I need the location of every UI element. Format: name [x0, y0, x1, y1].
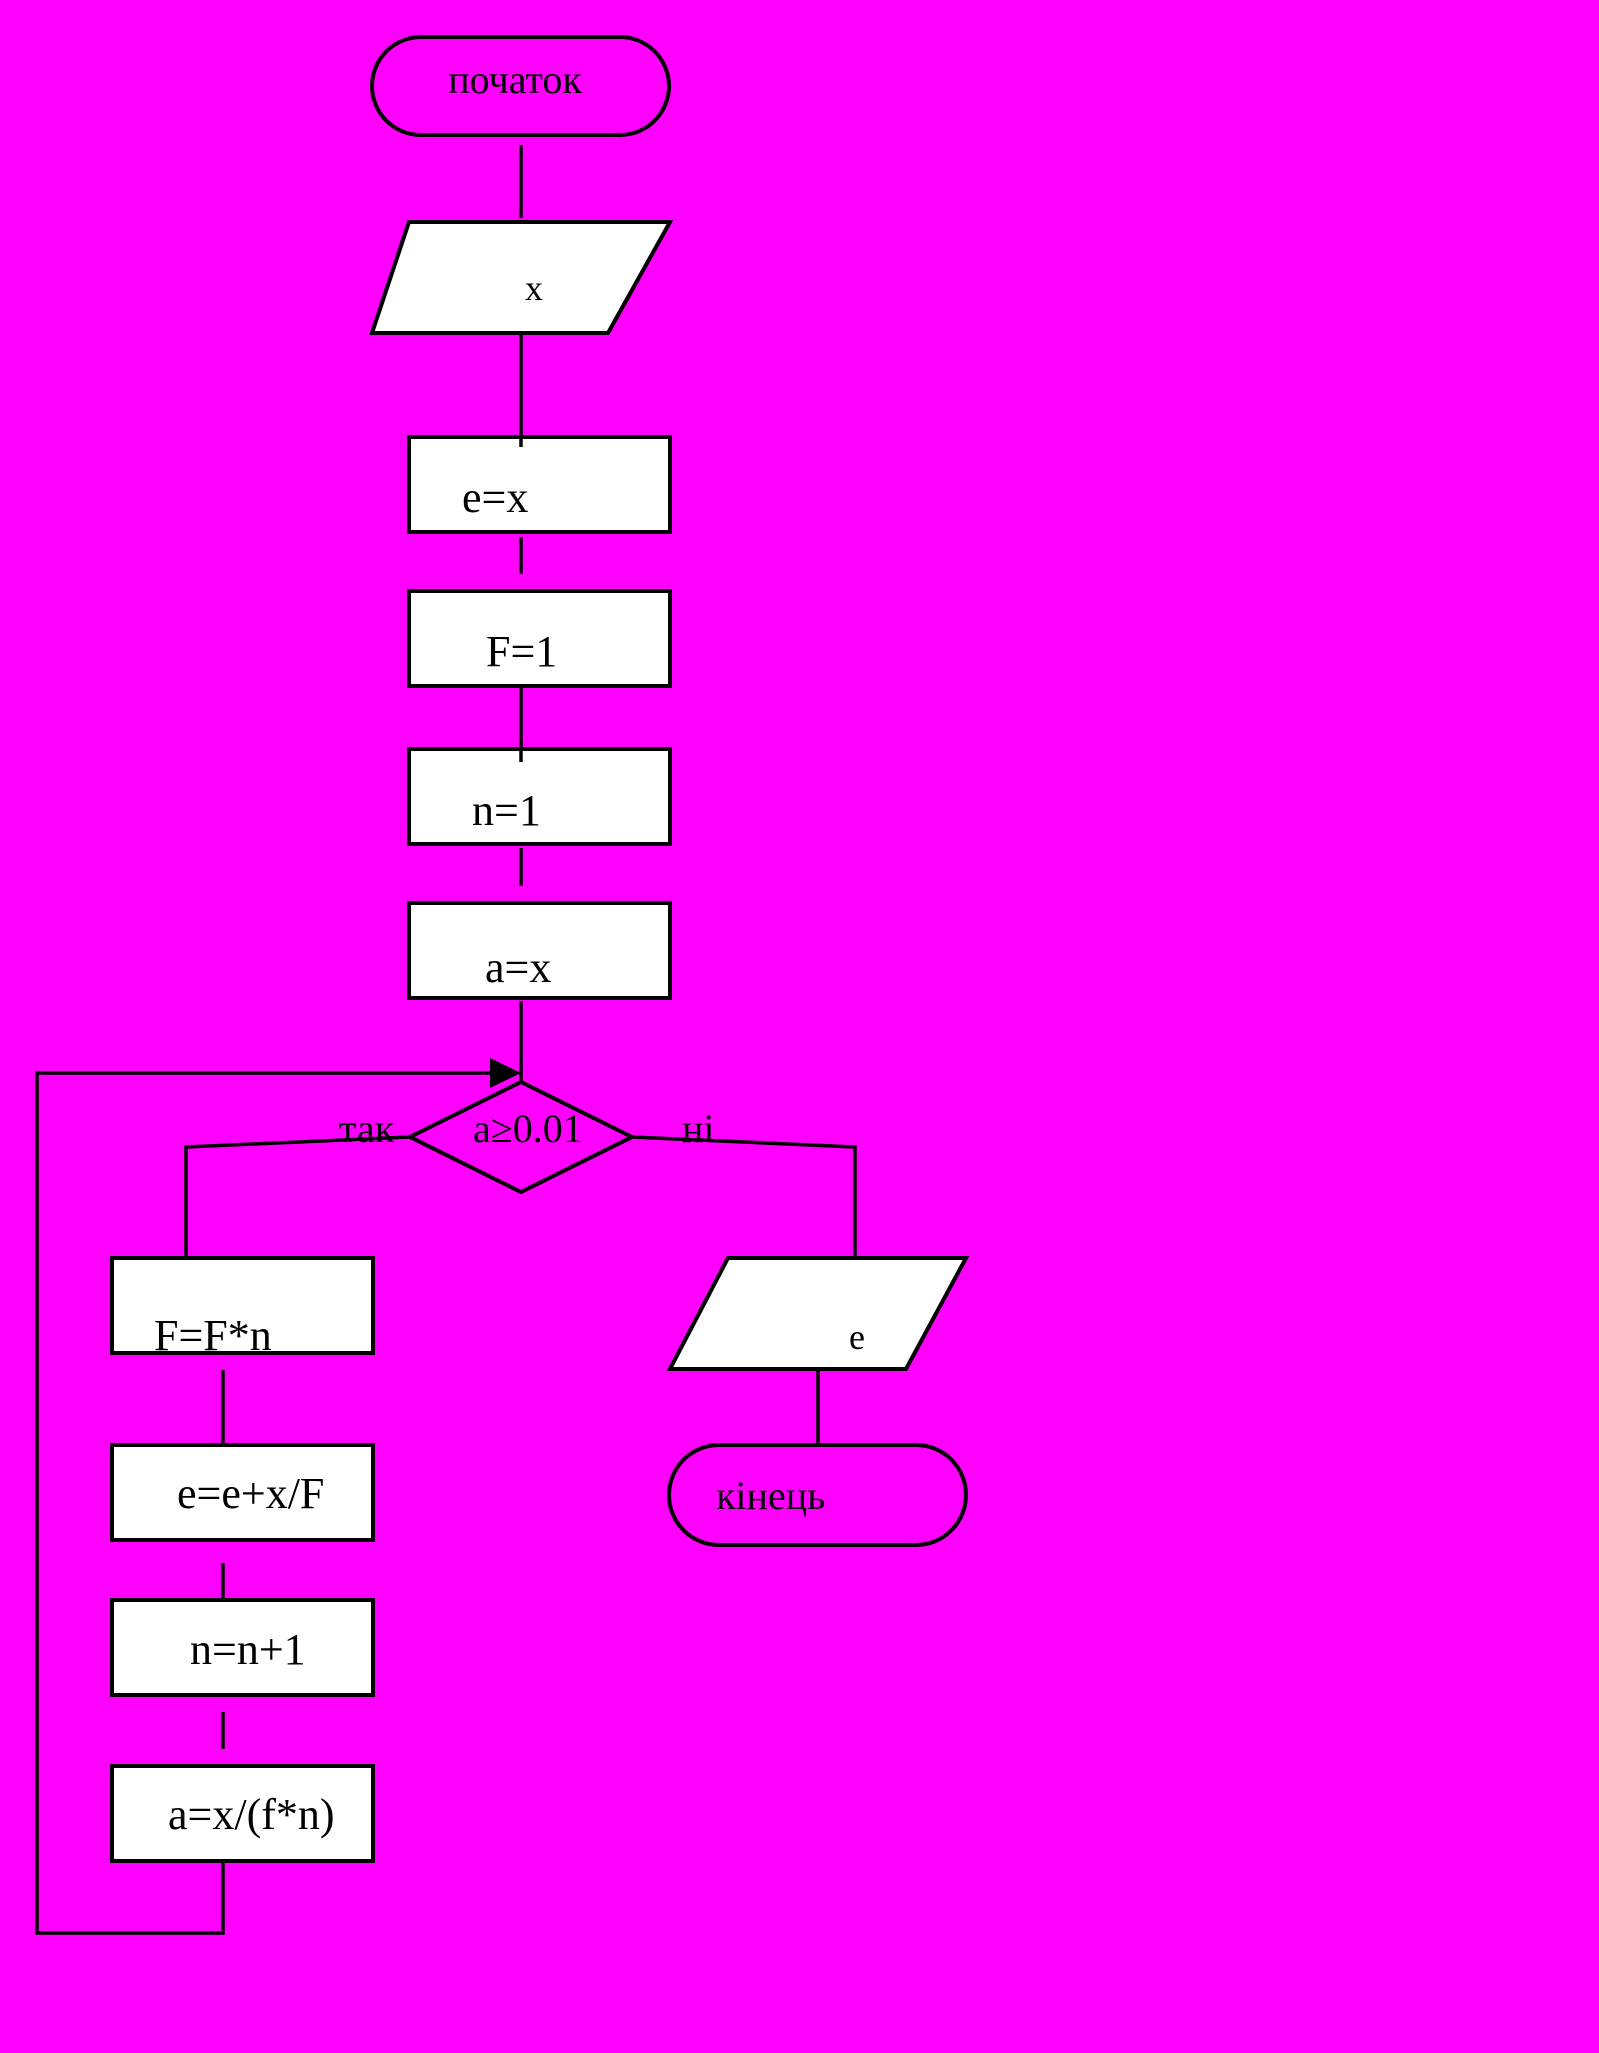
end-terminal: кінець	[667, 1443, 968, 1547]
n-update-label: n=n+1	[190, 1625, 306, 1674]
n-init-label: n=1	[472, 786, 541, 835]
decision-block: a≥0.01	[405, 1079, 637, 1195]
branch-yes-label: так	[339, 1106, 395, 1151]
process-n-init: n=1	[407, 747, 672, 846]
start-label: початок	[448, 57, 582, 102]
branch-no-label: ні	[682, 1106, 715, 1151]
end-label: кінець	[716, 1473, 825, 1518]
start-terminal: початок	[370, 35, 671, 137]
process-a-update: a=x/(f*n)	[110, 1764, 375, 1863]
connectors	[35, 145, 857, 1935]
process-a-init: a=x	[407, 901, 672, 1000]
process-f-update: F=F*n	[110, 1256, 375, 1360]
process-f-init: F=1	[407, 589, 672, 688]
connector-decision-no	[631, 1135, 857, 1258]
process-n-update: n=n+1	[110, 1598, 375, 1697]
input-label: x	[525, 268, 543, 308]
f-init-label: F=1	[486, 627, 557, 676]
loop-arrowhead	[490, 1058, 521, 1088]
a-init-label: a=x	[485, 943, 551, 992]
input-block: x	[369, 220, 674, 335]
condition-label: a≥0.01	[473, 1106, 583, 1151]
f-update-label: F=F*n	[154, 1311, 272, 1360]
e-init-label: e=x	[462, 473, 528, 522]
output-block: e	[666, 1256, 970, 1371]
a-update-label: a=x/(f*n)	[168, 1790, 335, 1839]
output-label: e	[849, 1317, 865, 1357]
connector-loop-back	[35, 1071, 492, 1935]
connector-decision-yes	[184, 1135, 411, 1258]
process-e-init: e=x	[407, 435, 672, 534]
e-update-label: e=e+x/F	[177, 1469, 324, 1518]
process-e-update: e=e+x/F	[110, 1443, 375, 1542]
